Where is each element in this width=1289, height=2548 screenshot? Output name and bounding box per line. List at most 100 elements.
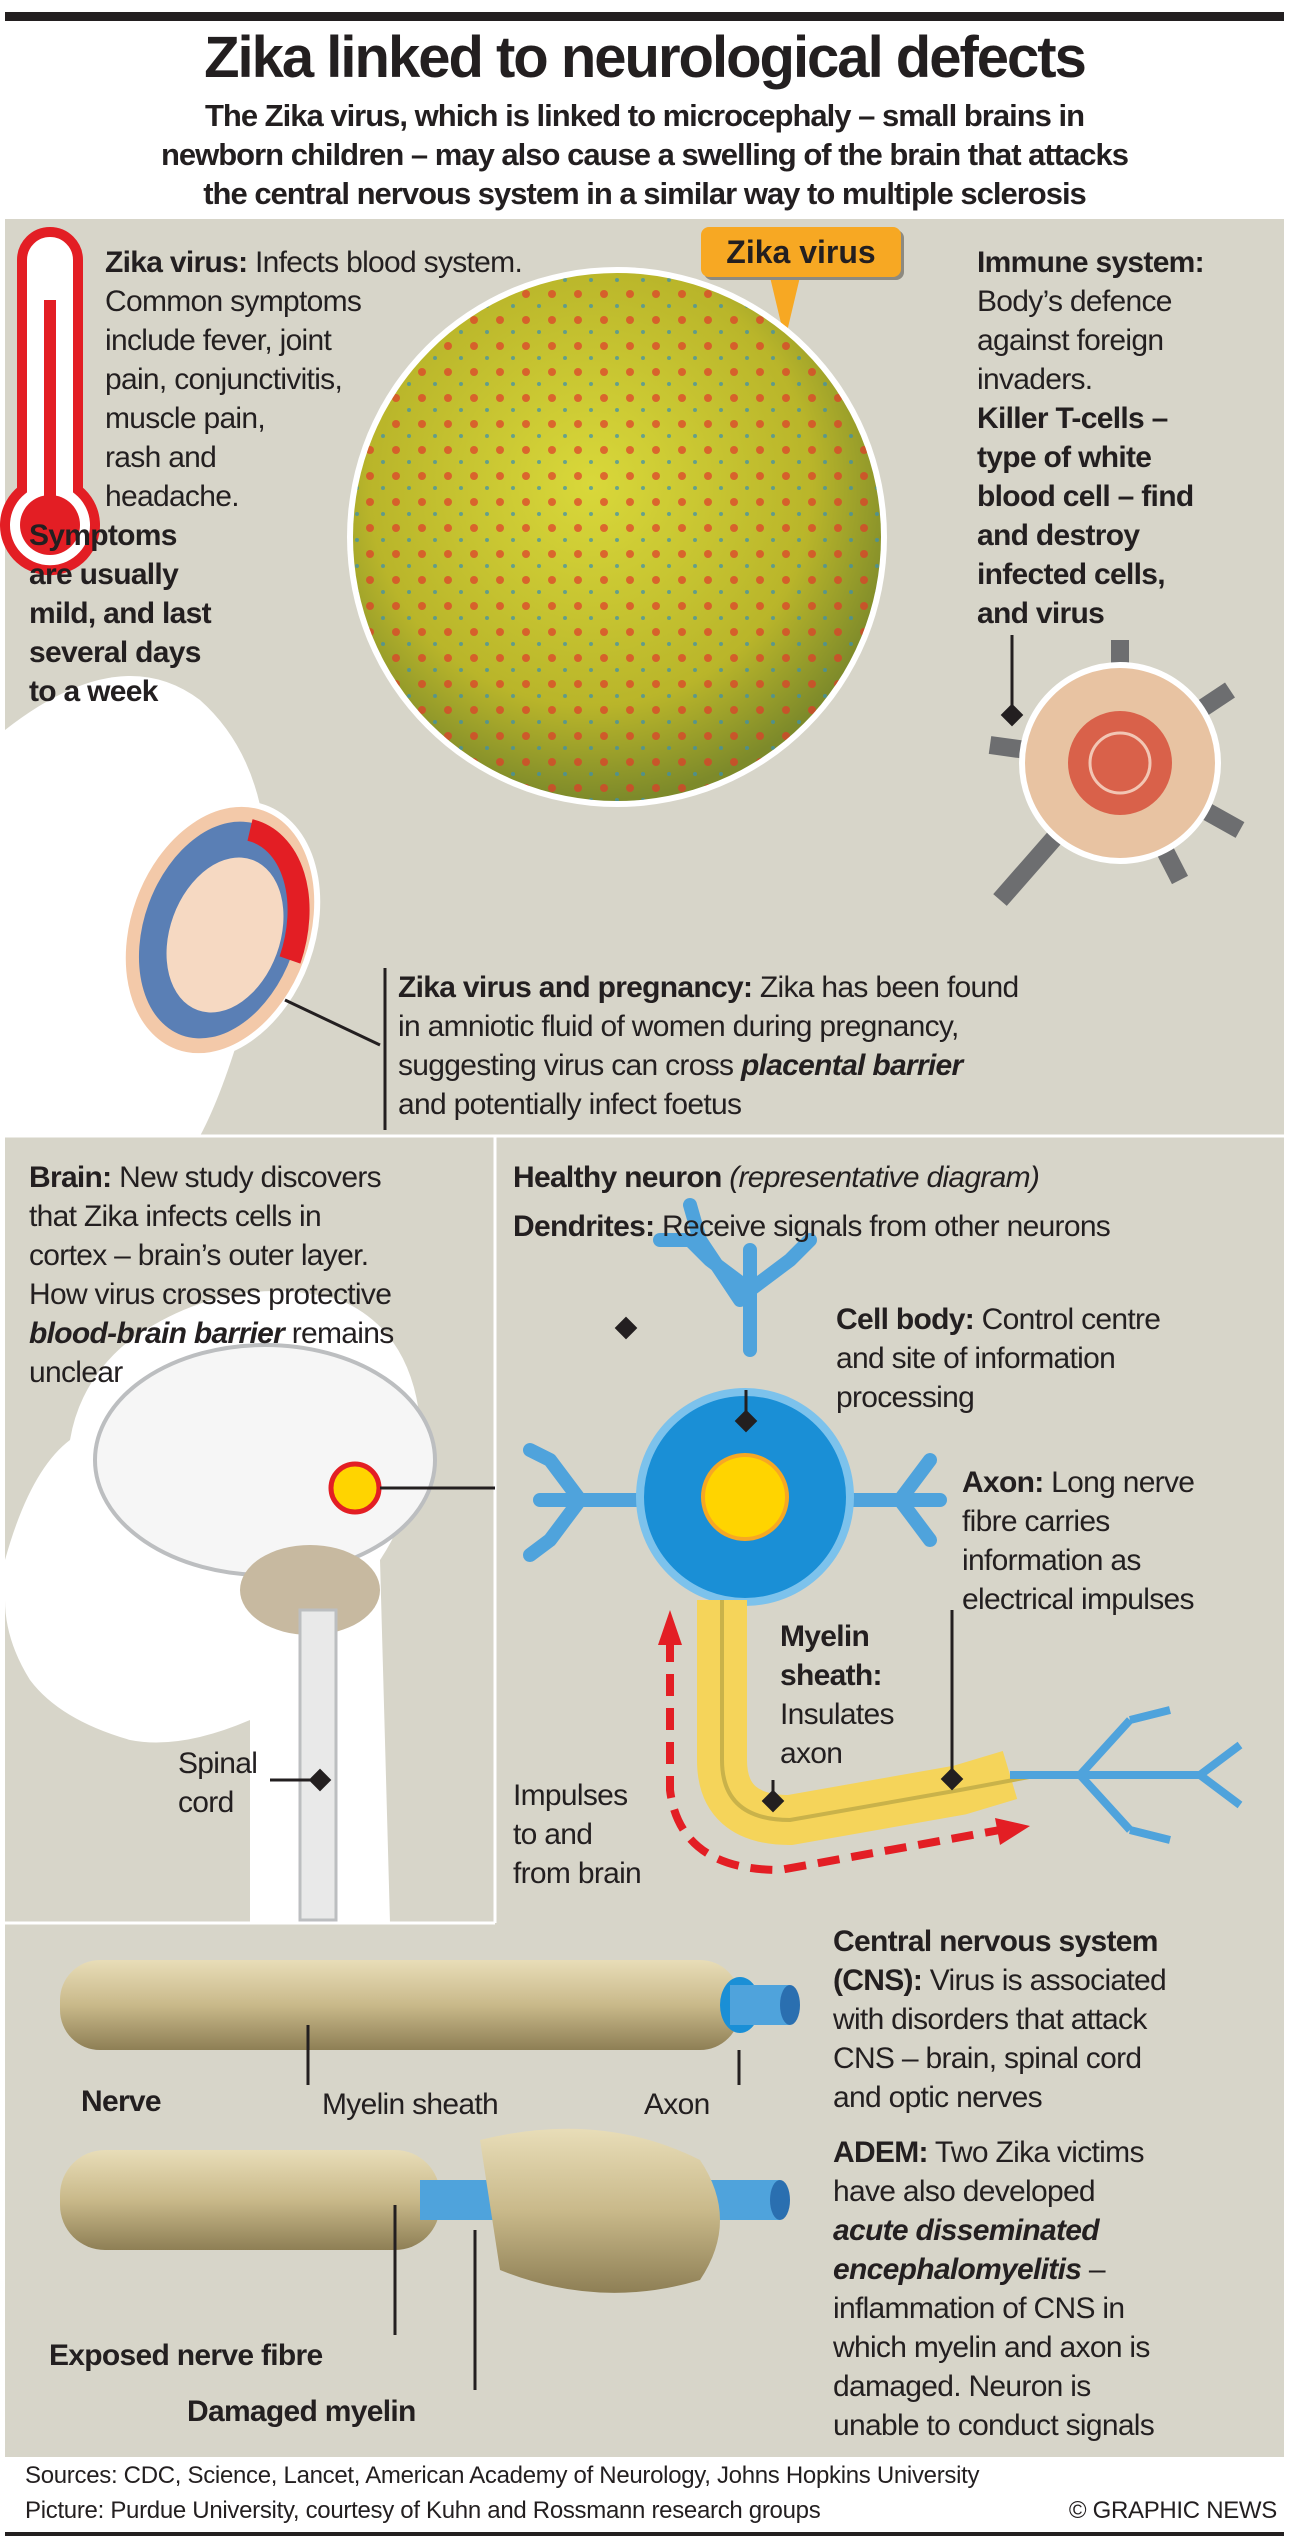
- text-line: in amniotic fluid of women during pregna…: [398, 1010, 959, 1043]
- text-line: and potentially infect foetus: [398, 1088, 742, 1121]
- text-line: Control centre: [974, 1303, 1161, 1336]
- text-line: mild, and last: [29, 597, 212, 630]
- axon-terminals: [1010, 1706, 1243, 1844]
- text-line: axon: [780, 1737, 843, 1770]
- brain-heading: Brain:: [29, 1161, 112, 1194]
- text-line: processing: [836, 1381, 975, 1414]
- head-brain-illustration: [5, 1291, 437, 1923]
- brain-text: Brain: New study discovers that Zika inf…: [29, 1158, 394, 1392]
- damaged-nerve-illustration: [60, 2128, 790, 2293]
- text-line: Two Zika victims: [927, 2136, 1145, 2169]
- text-line: CNS – brain, spinal cord: [833, 2042, 1142, 2075]
- text-line: to a week: [29, 675, 158, 708]
- note: (representative diagram): [721, 1161, 1040, 1194]
- pregnancy-text: Zika virus and pregnancy: Zika has been …: [398, 968, 1019, 1124]
- nucleus: [701, 1453, 789, 1541]
- text-line: type of white: [977, 441, 1152, 474]
- text-line: Common symptoms: [105, 285, 362, 318]
- heading: Axon:: [962, 1466, 1044, 1499]
- text-line: New study discovers: [111, 1161, 382, 1194]
- cell-body-text: Cell body: Control centre and site of in…: [836, 1300, 1161, 1417]
- heading: (CNS):: [833, 1964, 923, 1997]
- text-line: and destroy: [977, 519, 1140, 552]
- adem-text: ADEM: Two Zika victims have also develop…: [833, 2133, 1155, 2445]
- text-line: and optic nerves: [833, 2081, 1043, 2114]
- text-line: information as: [962, 1544, 1141, 1577]
- nerve-label: Nerve: [81, 2085, 162, 2118]
- text-line: that Zika infects cells in: [29, 1200, 322, 1233]
- bottom-rule: [5, 2532, 1284, 2536]
- text-line: damaged. Neuron is: [833, 2370, 1091, 2403]
- zika-heading: Zika virus:: [105, 246, 248, 279]
- text-line: remains: [284, 1317, 395, 1350]
- text-line: –: [1081, 2253, 1106, 2286]
- emphasis: placental barrier: [740, 1049, 963, 1082]
- text-line: invaders.: [977, 363, 1093, 396]
- text-line: Virus is associated: [922, 1964, 1167, 1997]
- text-line: have also developed: [833, 2175, 1096, 2208]
- top-rule: [5, 12, 1284, 21]
- text-line: cortex – brain’s outer layer.: [29, 1239, 369, 1272]
- text-line: Symptoms: [29, 519, 177, 552]
- heading: Myelin: [780, 1620, 870, 1653]
- text-line: Killer T-cells –: [977, 402, 1168, 435]
- pointer-diamond: [1000, 703, 1024, 727]
- text-line: Impulses: [513, 1779, 628, 1812]
- t-cell-illustration: [988, 640, 1245, 906]
- pregnancy-heading: Zika virus and pregnancy:: [398, 971, 753, 1004]
- text-line: against foreign: [977, 324, 1164, 357]
- zika-virus-callout: Zika virus: [701, 227, 901, 277]
- callout-tail: [770, 277, 800, 340]
- text-line: which myelin and axon is: [833, 2331, 1150, 2364]
- subtitle: The Zika virus, which is linked to micro…: [0, 96, 1289, 213]
- text-line: muscle pain,: [105, 402, 266, 435]
- neuron-heading: Healthy neuron (representative diagram): [513, 1158, 1040, 1197]
- neuron-illustration: [523, 1198, 947, 1562]
- text-line: and virus: [977, 597, 1105, 630]
- heading: Dendrites:: [513, 1210, 655, 1243]
- text-line: headache.: [105, 480, 240, 513]
- text-line: include fever, joint: [105, 324, 332, 357]
- emphasis: blood-brain barrier: [29, 1317, 285, 1350]
- subtitle-line: The Zika virus, which is linked to micro…: [204, 98, 1085, 133]
- text-line: from brain: [513, 1857, 642, 1890]
- text-line: suggesting virus can cross: [398, 1049, 741, 1082]
- immune-heading: Immune system:: [977, 246, 1205, 279]
- heading: Cell body:: [836, 1303, 975, 1336]
- text-line: to and: [513, 1818, 593, 1851]
- impulse-arrow: [666, 1640, 1001, 1875]
- text-line: unclear: [29, 1356, 123, 1389]
- myelin-text: Myelin sheath: Insulates axon: [780, 1617, 894, 1773]
- text-line: Receive signals from other neurons: [654, 1210, 1111, 1243]
- pregnancy-illustration: [5, 676, 321, 1136]
- sources-text: Sources: CDC, Science, Lancet, American …: [25, 2462, 980, 2489]
- text-line: are usually: [29, 558, 179, 591]
- picture-credit: Picture: Purdue University, courtesy of …: [25, 2497, 821, 2524]
- heading: ADEM:: [833, 2136, 929, 2169]
- emphasis: encephalomyelitis: [833, 2253, 1082, 2286]
- text-line: How virus crosses protective: [29, 1278, 392, 1311]
- text-line: electrical impulses: [962, 1583, 1194, 1616]
- graphic-news-credit: © GRAPHIC NEWS: [1068, 2497, 1277, 2524]
- impulses-text: Impulses to and from brain: [513, 1776, 642, 1893]
- text-line: Insulates: [780, 1698, 894, 1731]
- text-line: Spinal: [178, 1747, 258, 1780]
- text-line: inflammation of CNS in: [833, 2292, 1125, 2325]
- text-line: several days: [29, 636, 201, 669]
- text-line: Zika has been found: [752, 971, 1019, 1004]
- text-line: infected cells,: [977, 558, 1166, 591]
- text-line: blood cell – find: [977, 480, 1194, 513]
- text-line: pain, conjunctivitis,: [105, 363, 343, 396]
- text-line: Infects blood system.: [247, 246, 523, 279]
- heading: sheath:: [780, 1659, 882, 1692]
- heading: Healthy neuron: [513, 1161, 722, 1194]
- text-line: Long nerve: [1043, 1466, 1195, 1499]
- exposed-nerve-fibre-label: Exposed nerve fibre: [49, 2339, 323, 2372]
- cns-text: Central nervous system (CNS): Virus is a…: [833, 1922, 1167, 2117]
- text-line: rash and: [105, 441, 217, 474]
- text-line: cord: [178, 1786, 234, 1819]
- immune-system-text: Immune system: Body’s defence against fo…: [977, 243, 1205, 633]
- text-line: fibre carries: [962, 1505, 1110, 1538]
- subtitle-line: newborn children – may also cause a swel…: [160, 137, 1129, 172]
- thermometer-icon: [0, 227, 100, 576]
